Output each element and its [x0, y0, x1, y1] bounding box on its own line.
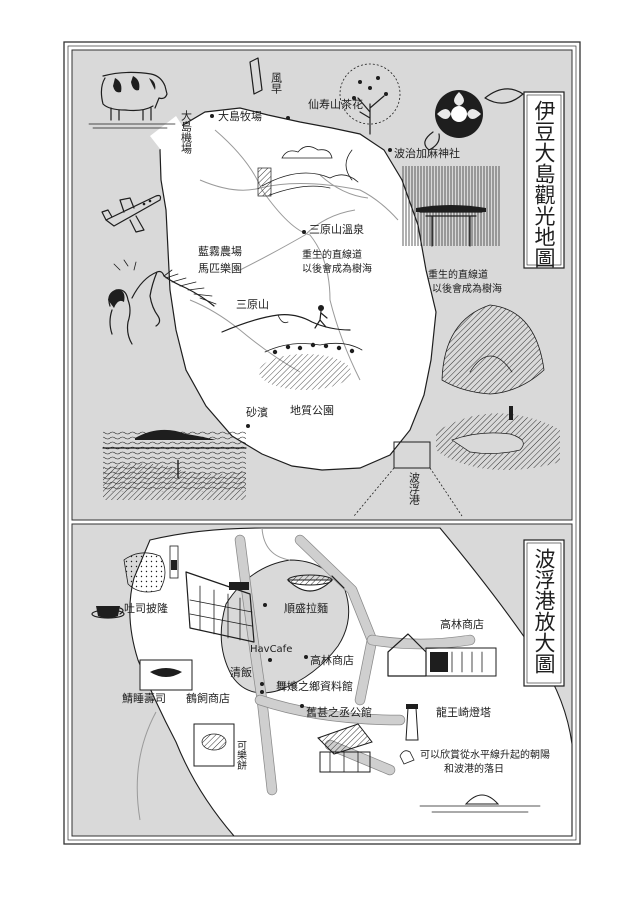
label-juncho: 順盛拉麵	[284, 601, 328, 615]
label-forest-a: 重生的直線道	[428, 268, 488, 281]
cafe-storefront-illustration	[185, 571, 255, 643]
label-takabayashi: 高林商店	[310, 653, 354, 667]
tree-icon	[339, 63, 401, 135]
label-road-b: 以後會成為樹海	[302, 262, 372, 275]
label-tsuruga: 鶴飼商店	[186, 691, 230, 705]
label-cafe: HavCafe	[250, 644, 292, 655]
label-lighthouse: 龍王崎燈塔	[436, 705, 491, 719]
crowd-field-illustration	[259, 342, 363, 390]
top-map-panel: 大島牧場 大島機場 風早 仙寿山茶花 波治加麻神社 三原山溫泉 重生的直線道 以…	[71, 49, 573, 521]
forest-dome	[441, 304, 545, 395]
label-mihara-onsen: 三原山溫泉	[309, 222, 364, 236]
izu-oshima-island	[159, 107, 437, 471]
label-cake: 可樂餅	[235, 740, 247, 771]
label-habu-port: 波浮港	[408, 472, 421, 505]
label-farm-a: 藍霧農場	[198, 244, 242, 258]
label-farm-b: 馬匹樂園	[198, 261, 242, 275]
label-road-a: 重生的直線道	[302, 248, 362, 261]
bay-view	[436, 406, 560, 470]
shrine-icon	[402, 166, 500, 247]
beach-scene	[102, 429, 247, 500]
lighthouse-icon	[399, 704, 419, 765]
label-sushi-b: 鯖睡壽司	[122, 691, 166, 705]
label-sabaku: 砂濱	[246, 405, 268, 419]
label-sushi-a: 清飯	[230, 665, 252, 679]
label-hadashi-shrine: 波治加麻神社	[394, 146, 460, 160]
coffee-cup-icon	[91, 606, 125, 619]
museum-house-icon	[317, 723, 373, 773]
bottom-map-panel: 吐司披隆 HavCafe 順盛拉麵 高林商店 高林商店 清飯 鯖睡壽司 鶴飼商店…	[71, 523, 573, 837]
label-minato: 舊甚之丞公館	[306, 705, 372, 719]
label-mt-mihara: 三原山	[236, 298, 269, 311]
sushi-plate-icon	[139, 659, 193, 691]
top-title-box	[523, 91, 565, 269]
hiker-icon	[314, 305, 328, 329]
label-fukumi: 風早	[270, 72, 283, 94]
label-toast: 吐司披隆	[124, 601, 168, 615]
outer-frame	[63, 41, 581, 845]
toast-illustration	[123, 545, 179, 593]
label-sunrise-b: 和波港的落日	[444, 762, 504, 775]
label-forest-b: 以後會成為樹海	[432, 282, 502, 295]
label-takabayashi-shop: 高林商店	[440, 617, 484, 631]
croquette-bag-icon	[193, 723, 235, 767]
building-icon	[257, 167, 272, 197]
volcano-landscape	[257, 167, 359, 197]
label-oshima-airport: 大島機場	[180, 109, 193, 155]
horse-icon	[108, 259, 217, 345]
bottom-title-box	[523, 539, 565, 687]
label-sunrise: 可以欣賞從水平線升起的朝陽	[420, 748, 550, 761]
label-camellia: 仙寿山茶花	[308, 97, 363, 111]
label-odoriko: 舞孃之鄉資料館	[276, 679, 353, 693]
top-map-title: 伊豆大島觀光地圖	[532, 100, 556, 268]
shop-building-icon	[387, 633, 497, 677]
airplane-icon	[101, 194, 162, 233]
sign-icon	[249, 57, 263, 95]
label-geopark: 地質公園	[290, 403, 334, 417]
lighthouse-icon	[509, 406, 513, 420]
bottom-map-title: 波浮港放大圖	[532, 548, 556, 674]
ramen-bowl-icon	[286, 574, 345, 592]
cow-icon	[88, 71, 176, 129]
sunrise-icon	[419, 794, 541, 813]
camellia-flower-icon	[424, 88, 524, 151]
label-oshima-pasture: 大島牧場	[218, 109, 262, 123]
